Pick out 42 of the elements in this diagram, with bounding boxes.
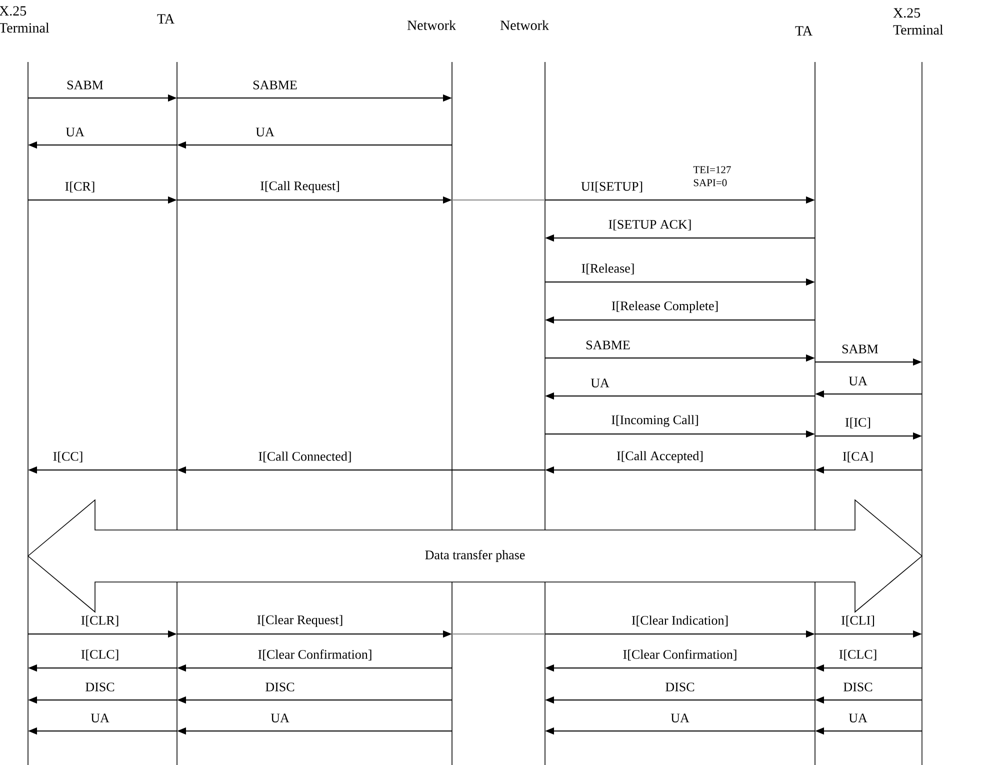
edge-label: UA bbox=[848, 376, 868, 386]
edge-label: SABM bbox=[66, 80, 104, 90]
edge-label: I[Release] bbox=[580, 262, 636, 276]
edge-label: UA bbox=[254, 126, 276, 138]
parameter-note: TEI=127 SAPI=0 bbox=[693, 166, 731, 186]
edge-label: I[SETUP ACK] bbox=[607, 218, 693, 232]
participant-label: Network bbox=[407, 20, 456, 30]
edge-label: I[Clear Indication] bbox=[630, 614, 730, 628]
edge-label: UA bbox=[90, 712, 110, 724]
participant-label: TA bbox=[157, 14, 174, 24]
edge-label: I[Clear Request] bbox=[256, 614, 344, 628]
edge-label: I[Call Request] bbox=[259, 180, 341, 194]
edge-label: SABME bbox=[584, 340, 632, 350]
edge-label: I[Clear Confirmation] bbox=[256, 648, 374, 662]
edge-label: UA bbox=[590, 378, 610, 388]
edge-label: I[Call Connected] bbox=[257, 450, 353, 464]
edge-label: SABM bbox=[840, 344, 880, 354]
edge-label: I[CLC] bbox=[838, 648, 878, 662]
edge-label: UA bbox=[270, 712, 290, 724]
edge-label: DISC bbox=[664, 682, 696, 692]
participant-label: Network bbox=[500, 20, 549, 30]
edge-label: I[Release Complete] bbox=[610, 300, 720, 314]
edge-label: UI[SETUP] bbox=[580, 180, 644, 194]
edge-label: UA bbox=[64, 126, 86, 138]
participant-label: TA bbox=[795, 26, 812, 36]
edge-label: SABME bbox=[252, 80, 298, 90]
edge-label: I[CLR] bbox=[80, 614, 120, 628]
edge-label: I[Call Accepted] bbox=[616, 450, 704, 464]
edge-label: I[Clear Confirmation] bbox=[622, 648, 738, 662]
edge-label: UA bbox=[848, 712, 868, 724]
edge-label: DISC bbox=[264, 682, 296, 692]
edge-label: I[Incoming Call] bbox=[610, 414, 700, 428]
edge-label: DISC bbox=[842, 682, 874, 692]
edge-label: I[CC] bbox=[52, 450, 84, 464]
edge-label: I[CLI] bbox=[840, 614, 876, 628]
edge-label: UA bbox=[670, 712, 690, 724]
participant-label: X.25 Terminal bbox=[893, 8, 944, 35]
edge-label: DISC bbox=[84, 682, 116, 692]
edge-label: I[IC] bbox=[844, 416, 872, 430]
edge-label: I[CLC] bbox=[80, 648, 120, 662]
edge-label: I[CA] bbox=[841, 450, 875, 464]
edge-label: I[CR] bbox=[64, 180, 96, 194]
